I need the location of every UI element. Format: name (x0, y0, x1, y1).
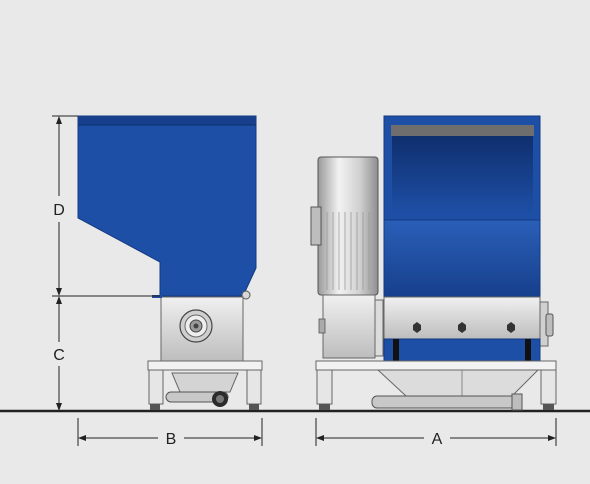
dimension-arrowheads (56, 116, 556, 441)
side-view-machine (77, 115, 263, 410)
front-hopper-lid-strip (391, 125, 534, 136)
front-view-machine (310, 115, 557, 411)
side-hopper (77, 115, 257, 297)
front-frame-leg-left (316, 369, 333, 405)
dimension-label-d: D (53, 202, 65, 219)
side-frame-top (147, 360, 263, 371)
dimension-label-b: B (166, 431, 177, 448)
dimension-lines (52, 115, 557, 446)
front-discharge-funnel (376, 369, 540, 397)
side-frame-leg-right (246, 369, 262, 405)
front-hopper-inner (392, 136, 533, 214)
front-chamber (383, 219, 541, 298)
side-hinge (241, 290, 251, 300)
housing-bolts (413, 322, 515, 333)
front-frame-leg-right (540, 369, 557, 405)
dimension-label-a: A (432, 431, 443, 448)
side-frame-leg-left (148, 369, 164, 405)
motor-support (322, 294, 376, 359)
front-frame-top (315, 360, 557, 371)
motor-terminal-box (310, 206, 322, 246)
front-screen-band (383, 338, 541, 362)
side-hopper-rim (78, 116, 256, 125)
front-discharge-pipe (371, 395, 519, 409)
dimension-label-c: C (53, 347, 65, 364)
